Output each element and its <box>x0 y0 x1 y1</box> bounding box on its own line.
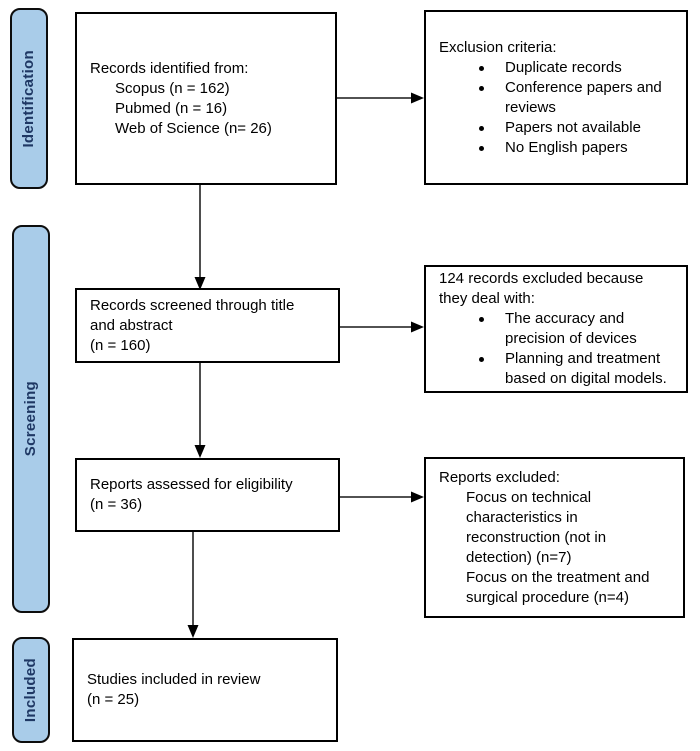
reports-assessed-count: (n = 36) <box>90 496 143 513</box>
list-item: Papers not available <box>479 118 674 138</box>
arrow-assessed-to-reports-excluded <box>340 491 424 503</box>
studies-included-text: Studies included in review <box>87 671 261 688</box>
bullet-icon <box>479 85 484 91</box>
list-item: No English papers <box>479 138 674 158</box>
box-records-identified: Records identified from: Scopus (n = 162… <box>75 12 337 185</box>
arrow-identified-to-exclusion <box>337 92 424 104</box>
source-scopus: Scopus (n = 162) <box>115 79 230 97</box>
arrow-screened-to-excluded <box>340 321 424 333</box>
bullet-icon <box>479 145 484 151</box>
exclusion-criteria-title: Exclusion criteria: <box>439 38 557 56</box>
box-exclusion-criteria: Exclusion criteria: Duplicate records Co… <box>424 10 688 185</box>
list-item: Duplicate records <box>479 58 674 78</box>
box-studies-included: Studies included in review (n = 25) <box>72 638 338 742</box>
bullet-icon <box>479 317 484 322</box>
arrow-identified-to-screened <box>194 185 206 290</box>
stage-screening-label: Screening <box>22 381 39 457</box>
box-reports-excluded: Reports excluded: Focus on technical cha… <box>424 457 685 618</box>
records-screened-count: (n = 160) <box>90 336 151 354</box>
records-screened-text: Records screened through title and abstr… <box>90 296 295 334</box>
source-pubmed: Pubmed (n = 16) <box>115 99 228 117</box>
box-reports-assessed: Reports assessed for eligibility (n = 36… <box>75 458 340 532</box>
arrow-screened-to-assessed <box>194 363 206 458</box>
list-item: Focus on technical characteristics in re… <box>466 488 607 566</box>
reports-excluded-list: Focus on technical characteristics in re… <box>466 488 671 608</box>
stage-included-label: Included <box>22 657 39 723</box>
box-records-screened-content: Records screened through title and abstr… <box>77 296 338 356</box>
studies-included-count: (n = 25) <box>87 691 140 708</box>
box-reports-excluded-content: Reports excluded: Focus on technical cha… <box>426 468 683 608</box>
stage-identification: Identification <box>10 8 48 189</box>
arrow-assessed-to-included <box>187 532 199 638</box>
records-identified-sources: Scopus (n = 162) Pubmed (n = 16) Web of … <box>90 79 323 139</box>
records-identified-title: Records identified from: <box>90 59 249 77</box>
box-records-identified-content: Records identified from: Scopus (n = 162… <box>77 59 335 139</box>
records-excluded-title: 124 records excluded because they deal w… <box>439 270 644 307</box>
exclusion-criteria-list: Duplicate records Conference papers and … <box>479 58 674 158</box>
records-excluded-list: The accuracy and precision of devices Pl… <box>479 309 674 389</box>
box-records-excluded-content: 124 records excluded because they deal w… <box>426 269 686 389</box>
reports-assessed-text: Reports assessed for eligibility <box>90 476 293 493</box>
bullet-icon <box>479 125 484 131</box>
stage-identification-label: Identification <box>20 49 37 148</box>
box-reports-assessed-content: Reports assessed for eligibility (n = 36… <box>77 475 338 515</box>
stage-screening: Screening <box>12 225 50 613</box>
source-web-of-science: Web of Science (n= 26) <box>115 119 272 137</box>
list-item: The accuracy and precision of devices <box>479 309 674 349</box>
box-studies-included-content: Studies included in review (n = 25) <box>74 670 336 710</box>
reports-excluded-title: Reports excluded: <box>439 468 560 486</box>
list-item: Planning and treatment based on digital … <box>479 349 674 389</box>
box-records-excluded: 124 records excluded because they deal w… <box>424 265 688 393</box>
list-item: Conference papers and reviews <box>479 78 674 118</box>
stage-included: Included <box>12 637 50 743</box>
bullet-icon <box>479 65 484 71</box>
box-records-screened: Records screened through title and abstr… <box>75 288 340 363</box>
bullet-icon <box>479 357 484 362</box>
box-exclusion-criteria-content: Exclusion criteria: Duplicate records Co… <box>426 38 686 158</box>
list-item: Focus on the treatment and surgical proc… <box>466 568 650 606</box>
